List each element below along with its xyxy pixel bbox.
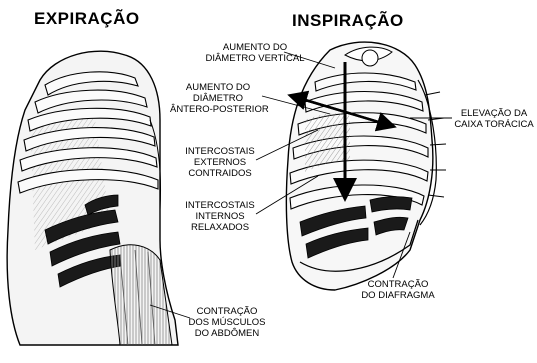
inspiration-title: INSPIRAÇÃO bbox=[292, 11, 404, 31]
label-vertical-diameter: AUMENTO DO DIÂMETRO VERTICAL bbox=[196, 42, 314, 64]
label-ap-diameter: AUMENTO DO DIÂMETRO ÂNTERO-POSTERIOR bbox=[170, 82, 266, 115]
label-external-intercostals: INTERCOSTAIS EXTERNOS CONTRAIDOS bbox=[183, 146, 257, 179]
expiration-title: EXPIRAÇÃO bbox=[34, 9, 140, 29]
label-diaphragm-contraction: CONTRAÇÃO DO DIAFRAGMA bbox=[352, 279, 444, 301]
label-ribcage-elevation: ELEVAÇÃO DA CAIXA TORÁCICA bbox=[452, 108, 536, 130]
label-abdominal-contraction: CONTRAÇÃO DOS MÚSCULOS DO ABDÔMEN bbox=[186, 306, 268, 339]
expiration-ribcage bbox=[7, 51, 178, 345]
inspiration-ribcage bbox=[286, 42, 446, 290]
label-internal-intercostals: INTERCOSTAIS INTERNOS RELAXADOS bbox=[183, 200, 257, 233]
